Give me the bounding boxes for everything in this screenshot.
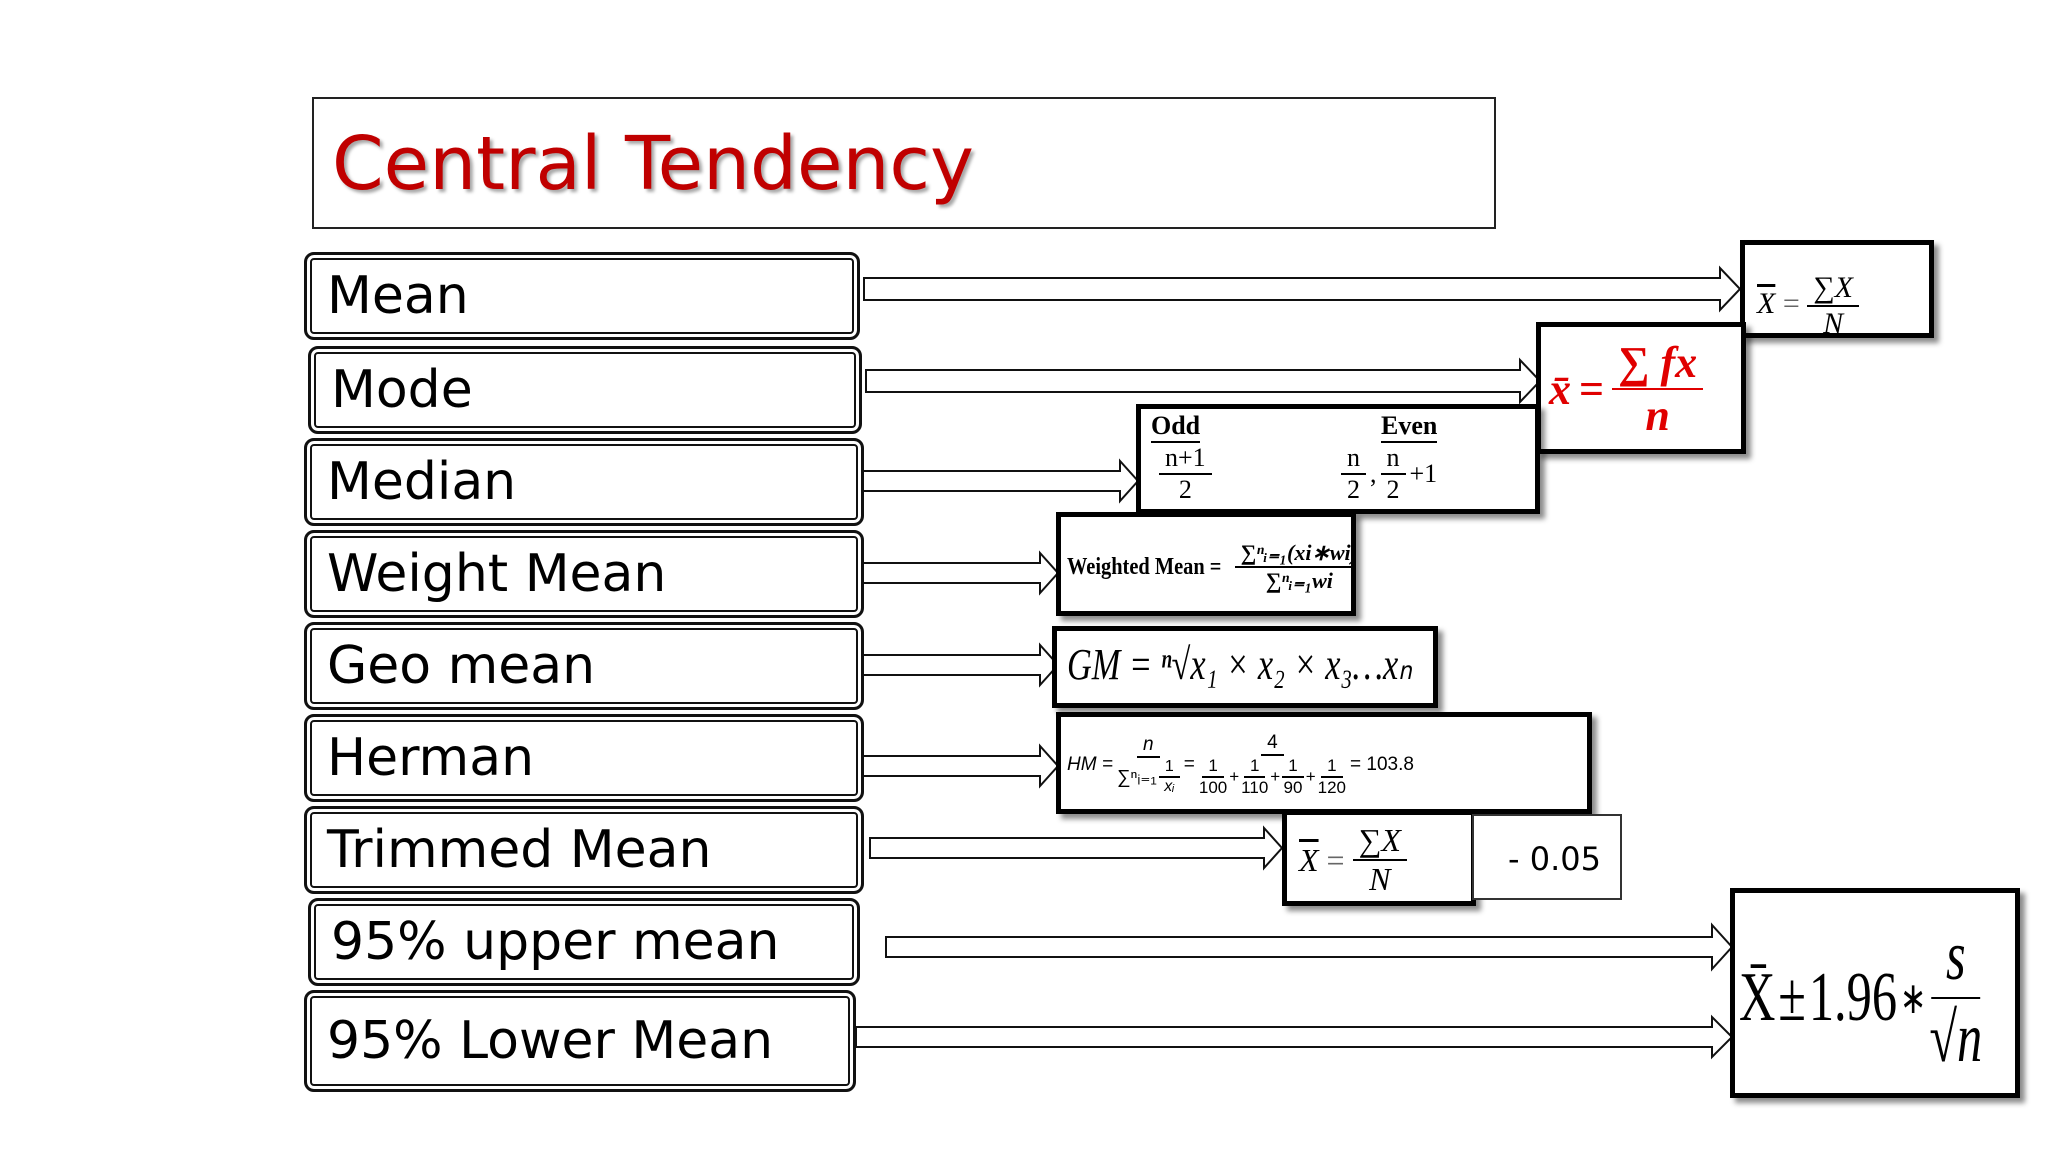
trimmed-note: - 0.05: [1508, 840, 1601, 878]
median-odd-label: Odd: [1151, 411, 1201, 443]
trimmed-note-box: - 0.05: [1472, 814, 1622, 900]
label-95-upper-mean: 95% upper mean: [331, 912, 780, 972]
median-even-a-num: n: [1341, 443, 1366, 475]
hm-four: 4: [1261, 732, 1284, 756]
ci-num: s: [1931, 917, 1980, 999]
label-box-95-upper-mean: 95% upper mean: [308, 898, 860, 986]
label-box-weight-mean: Weight Mean: [304, 530, 864, 618]
weighted-num: ∑ⁿᵢ₌₁(xi∗wi): [1234, 540, 1351, 568]
label-geo-mean: Geo mean: [327, 636, 596, 696]
hm-term-0: 100: [1198, 778, 1228, 797]
hm-lhs: HM =: [1067, 754, 1113, 775]
arrow-trimmed-mean: [869, 825, 1284, 871]
hm-sum: ∑ⁿᵢ₌₁: [1116, 766, 1157, 788]
arrow-geo-mean: [861, 642, 1060, 688]
label-box-mean: Mean: [304, 252, 860, 340]
arrow-95-lower: [855, 1014, 1734, 1060]
arrow-mode: [865, 357, 1542, 405]
label-box-geo-mean: Geo mean: [304, 622, 864, 710]
title-box: Central Tendency: [312, 97, 1496, 229]
ci-pm: ±: [1778, 959, 1806, 1036]
trimmed-eq: =: [1326, 841, 1345, 878]
formula-confidence-interval: X̄ ± 1.96 ∗ s √n: [1730, 888, 2020, 1098]
median-even-b-num: n: [1380, 443, 1406, 475]
arrow-weight-mean: [861, 550, 1060, 596]
arrow-herman: [861, 743, 1060, 789]
mean-lhs: X: [1757, 286, 1776, 320]
label-box-herman: Herman: [304, 714, 864, 802]
arrow-mean: [863, 265, 1742, 313]
hm-eq2: =: [1183, 754, 1195, 775]
weighted-lhs: Weighted Mean =: [1067, 553, 1222, 580]
mode-den: n: [1645, 391, 1670, 440]
label-95-lower-mean: 95% Lower Mean: [327, 1011, 774, 1071]
mode-lhs: x̄: [1549, 364, 1571, 414]
page-title: Central Tendency: [332, 121, 974, 207]
ci-den: √n: [1929, 1000, 1983, 1077]
trimmed-num: ∑X: [1352, 822, 1407, 861]
hm-term-2: 90: [1283, 778, 1303, 797]
median-even-b-den: 2: [1386, 475, 1400, 504]
arrow-95-upper: [885, 922, 1734, 972]
label-mode: Mode: [331, 360, 473, 420]
label-herman: Herman: [327, 728, 535, 788]
ci-times: ∗: [1899, 973, 1927, 1023]
label-median: Median: [327, 452, 517, 512]
label-trimmed-mean: Trimmed Mean: [327, 820, 712, 880]
label-weight-mean: Weight Mean: [327, 544, 667, 604]
mean-den: N: [1823, 307, 1844, 338]
median-even-label: Even: [1381, 411, 1438, 443]
label-box-trimmed-mean: Trimmed Mean: [304, 806, 864, 894]
median-sep: ,: [1370, 459, 1377, 488]
hm-term-1: 110: [1241, 778, 1269, 797]
label-box-95-lower-mean: 95% Lower Mean: [304, 990, 856, 1092]
ci-lhs: X̄: [1739, 959, 1776, 1036]
hm-term-3: 120: [1317, 778, 1346, 797]
weighted-den: ∑ⁿᵢ₌₁wi: [1265, 568, 1333, 593]
median-odd-den: 2: [1178, 475, 1192, 504]
hm-result: = 103.8: [1350, 754, 1414, 775]
mean-eq: =: [1782, 286, 1800, 320]
trimmed-den: N: [1369, 861, 1391, 897]
hm-n: n: [1137, 734, 1160, 758]
mean-num: ∑X: [1807, 271, 1859, 307]
median-odd-num: n+1: [1159, 443, 1212, 475]
median-plus-one: +1: [1409, 459, 1438, 488]
mode-num: ∑ fx: [1612, 337, 1704, 390]
label-mean: Mean: [327, 266, 469, 326]
formula-geo-mean: GM = ⁿ√x₁ × x₂ × x₃…xₙ: [1052, 626, 1438, 708]
arrow-median: [861, 458, 1140, 504]
trimmed-lhs: X: [1299, 841, 1319, 878]
mode-eq: =: [1579, 364, 1605, 414]
median-even-a-den: 2: [1347, 475, 1360, 504]
hm-xi: xᵢ: [1164, 778, 1175, 795]
ci-const: 1.96: [1808, 959, 1898, 1036]
geo-text: GM = ⁿ√x₁ × x₂ × x₃…xₙ: [1067, 640, 1412, 689]
hm-one: 1: [1158, 758, 1180, 778]
label-box-mode: Mode: [308, 346, 862, 434]
formula-weighted-mean: Weighted Mean = ∑ⁿᵢ₌₁(xi∗wi) ∑ⁿᵢ₌₁wi: [1056, 512, 1356, 616]
label-box-median: Median: [304, 438, 864, 526]
